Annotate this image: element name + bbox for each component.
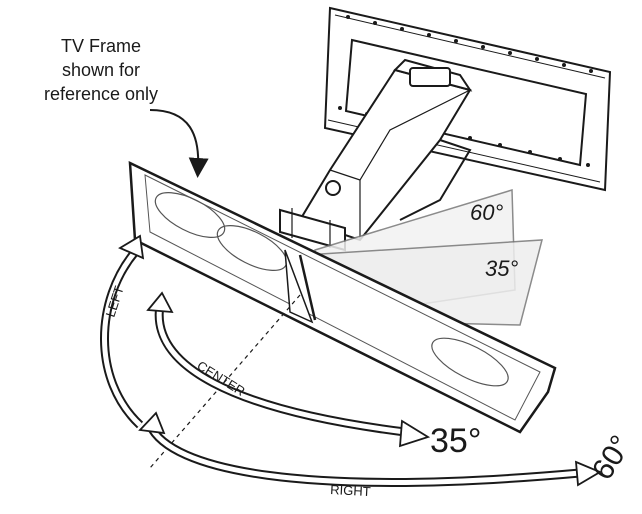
swivel-arm (298, 58, 473, 242)
left-arc-arrowhead (118, 234, 145, 260)
right-arc-arrowhead-end (574, 460, 603, 487)
callout-line-3: reference only (43, 84, 159, 104)
callout-line-2: shown for (61, 60, 141, 80)
center-arc-arrowhead-end (398, 419, 431, 448)
tv-frame-callout: TV Frame shown for reference only (6, 34, 196, 106)
center-arc-end-value: 35° (430, 422, 481, 460)
left-arc-label: LEFT (103, 284, 127, 319)
right-arc-label: RIGHT (330, 482, 371, 499)
right-arc-end-value: 60° (586, 430, 638, 486)
upper-angle-label: 60° (470, 200, 503, 225)
callout-line-1: TV Frame (60, 36, 141, 56)
lower-angle-label: 35° (485, 256, 518, 281)
center-arc-arrowhead-start (146, 291, 174, 314)
right-arc-arrowhead-start (138, 411, 166, 435)
centerline (149, 294, 301, 469)
arm-knob (325, 180, 341, 196)
wall-plate-holes (338, 15, 593, 167)
tv-frame (128, 160, 557, 434)
callout-arrow (149, 109, 209, 178)
right-arc (145, 422, 581, 487)
